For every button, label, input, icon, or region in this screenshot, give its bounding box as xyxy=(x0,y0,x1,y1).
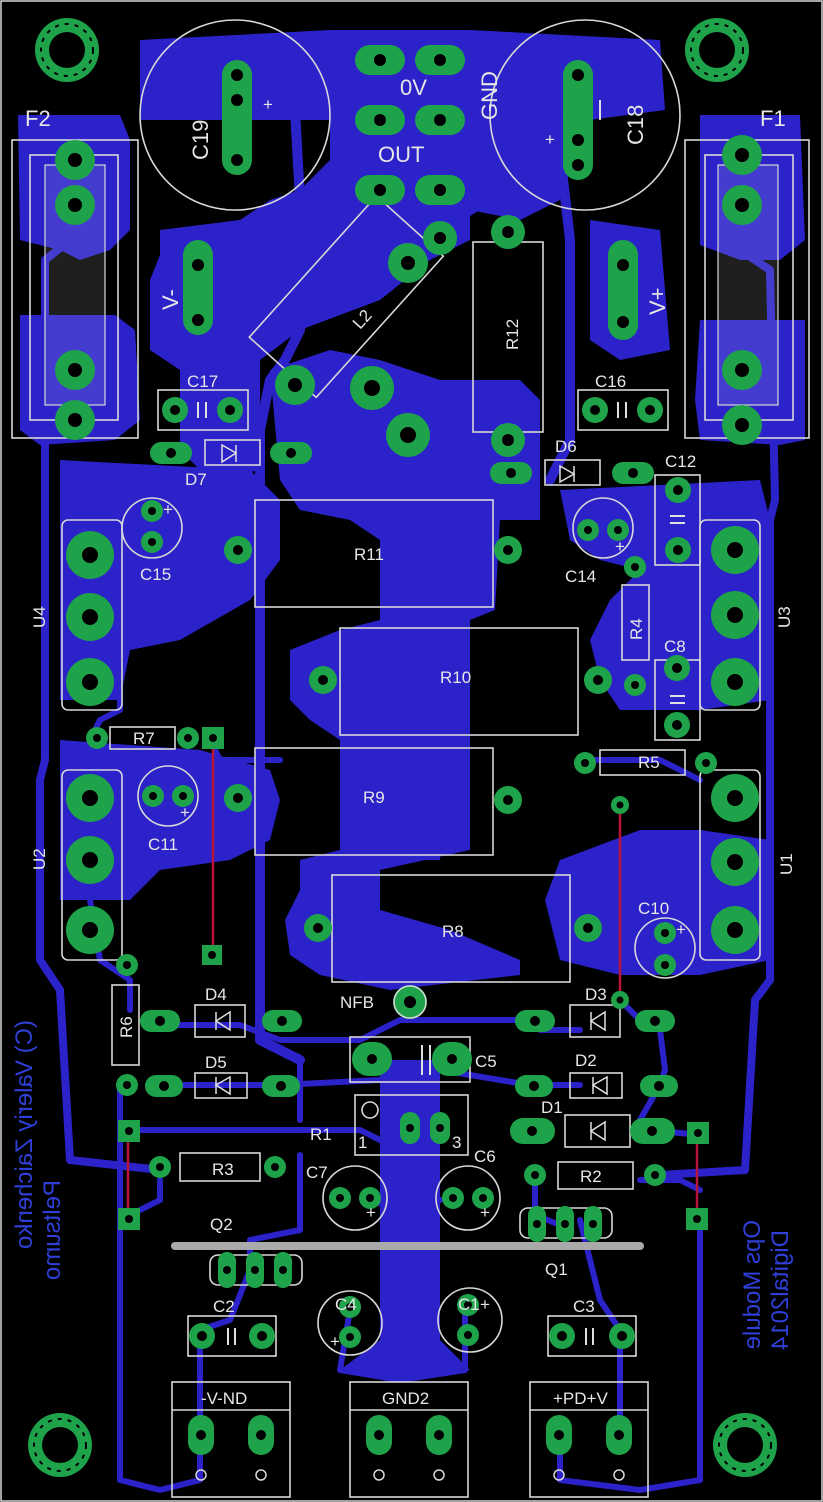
label-R3: R3 xyxy=(212,1160,234,1179)
plus-mark: + xyxy=(163,500,173,519)
label-F2: F2 xyxy=(25,106,51,131)
label-Q2: Q2 xyxy=(210,1215,233,1234)
label-C17: C17 xyxy=(187,372,218,391)
mounting-hole xyxy=(685,18,749,82)
label-R1-pin3: 3 xyxy=(452,1133,461,1152)
label-C10: C10 xyxy=(638,899,669,918)
label-C18: C18 xyxy=(623,105,648,145)
plus-mark: + xyxy=(480,1295,490,1314)
label-R1-pin1: 1 xyxy=(358,1133,367,1152)
plus-mark: + xyxy=(545,130,555,149)
plus-mark: + xyxy=(330,1332,340,1351)
label-C4: C4 xyxy=(335,1295,357,1314)
label-C15: C15 xyxy=(140,565,171,584)
label-D2: D2 xyxy=(575,1051,597,1070)
label-R4: R4 xyxy=(627,618,646,640)
pads xyxy=(28,18,777,1481)
plus-mark: + xyxy=(180,803,190,822)
label-R12: R12 xyxy=(503,319,522,350)
plus-mark: + xyxy=(480,1203,490,1222)
label-C14: C14 xyxy=(565,567,596,586)
label-R1: R1 xyxy=(310,1125,332,1144)
label-U1: U1 xyxy=(777,853,796,875)
plus-mark: + xyxy=(366,1203,376,1222)
plus-mark: + xyxy=(615,537,625,556)
label-V-plus: V+ xyxy=(645,287,670,315)
module-name-text: Ops Module xyxy=(739,1220,766,1349)
copyright-text: (C) Valeriy Zaichenko xyxy=(11,1020,38,1249)
brand-year-text: Digital2014 xyxy=(767,1230,794,1350)
label-C2: C2 xyxy=(213,1297,235,1316)
diode-symbols xyxy=(214,443,608,1142)
label-NFB: NFB xyxy=(340,993,374,1012)
label-D7: D7 xyxy=(185,470,207,489)
label-0V: 0V xyxy=(400,75,427,100)
label-GND: GND xyxy=(477,71,502,120)
label-C8: C8 xyxy=(664,637,686,656)
label-D4: D4 xyxy=(205,985,227,1004)
label-F1: F1 xyxy=(760,106,786,131)
label-R9: R9 xyxy=(363,788,385,807)
author-text: Peltsumo xyxy=(39,1180,66,1280)
label-U4: U4 xyxy=(30,606,49,628)
label-C3: C3 xyxy=(573,1297,595,1316)
label-C19: C19 xyxy=(188,120,213,160)
label-U2: U2 xyxy=(30,848,49,870)
bottom-layer-text: (C) Valeriy Zaichenko Peltsumo Ops Modul… xyxy=(11,1020,794,1350)
label-R6: R6 xyxy=(117,1016,136,1038)
label-R7: R7 xyxy=(133,729,155,748)
label-R10: R10 xyxy=(440,668,471,687)
label-D5: D5 xyxy=(205,1053,227,1072)
label-C16: C16 xyxy=(595,372,626,391)
mounting-hole xyxy=(713,1413,777,1477)
label-OUT: OUT xyxy=(378,142,424,167)
label-conn-right: +PD+V xyxy=(553,1389,608,1408)
label-C1: C1 xyxy=(458,1295,480,1314)
label-C12: C12 xyxy=(665,452,696,471)
label-Q1: Q1 xyxy=(545,1260,568,1279)
label-U3: U3 xyxy=(775,606,794,628)
label-R8: R8 xyxy=(442,922,464,941)
label-C7: C7 xyxy=(306,1163,328,1182)
label-conn-left: -V-ND xyxy=(201,1389,247,1408)
label-R2: R2 xyxy=(580,1167,602,1186)
label-R5: R5 xyxy=(638,753,660,772)
plus-mark: + xyxy=(676,920,686,939)
label-C6: C6 xyxy=(474,1147,496,1166)
label-V-minus: V- xyxy=(158,289,183,310)
label-conn-mid: GND2 xyxy=(382,1389,429,1408)
mounting-hole xyxy=(35,18,99,82)
label-D6: D6 xyxy=(555,437,577,456)
airwires xyxy=(126,740,699,1218)
label-C5: C5 xyxy=(475,1052,497,1071)
label-C11: C11 xyxy=(148,835,178,854)
copper-pour xyxy=(18,30,805,1380)
label-D3: D3 xyxy=(585,985,607,1004)
plus-mark: + xyxy=(263,95,273,114)
label-R11: R11 xyxy=(354,545,384,564)
label-D1: D1 xyxy=(541,1098,563,1117)
mounting-hole xyxy=(28,1413,92,1477)
